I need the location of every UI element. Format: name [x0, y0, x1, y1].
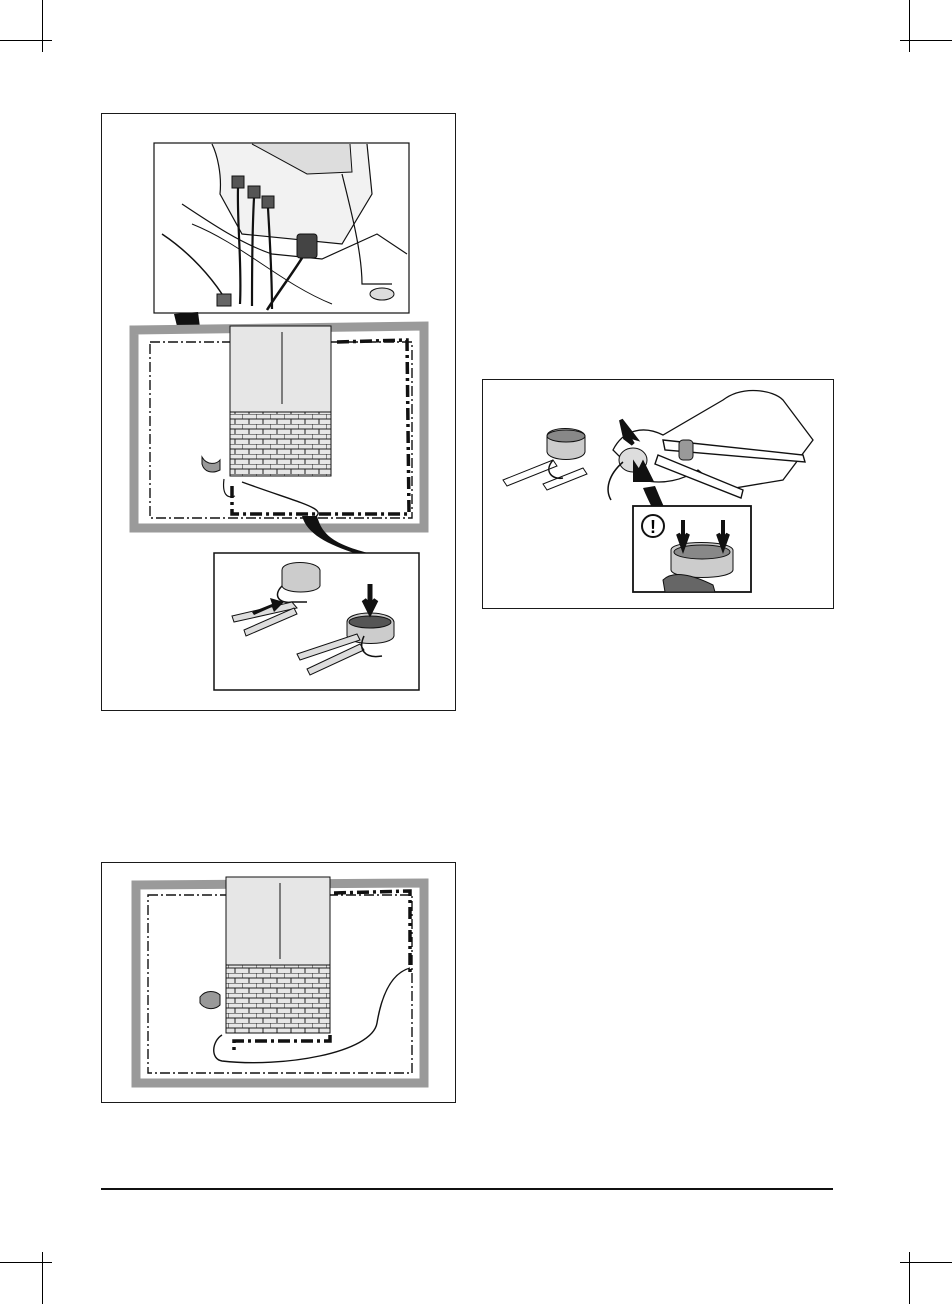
pliers-press-illustration: ! [483, 380, 835, 610]
crop-mark [42, 0, 43, 52]
crop-mark [909, 1252, 910, 1304]
figure-lawn-routing [101, 862, 456, 1103]
crop-mark [0, 1262, 52, 1263]
crop-mark [42, 1252, 43, 1304]
crop-mark [900, 40, 952, 41]
station-connection-illustration [102, 114, 457, 712]
lawn-routing-illustration [102, 863, 457, 1104]
warning-inset: ! [633, 506, 751, 592]
crop-mark [0, 40, 52, 41]
pliers-hand [608, 391, 813, 500]
connector-before [503, 429, 587, 491]
figure-pliers-press: ! [482, 379, 834, 609]
warning-icon: ! [650, 517, 656, 537]
connector-press-inset [214, 553, 419, 690]
charging-station-inset [154, 143, 409, 313]
crop-mark [900, 1262, 952, 1263]
figure-station-connection [101, 113, 456, 711]
crop-mark [909, 0, 910, 52]
footer-rule [101, 1188, 833, 1190]
lawn-area [134, 326, 424, 528]
